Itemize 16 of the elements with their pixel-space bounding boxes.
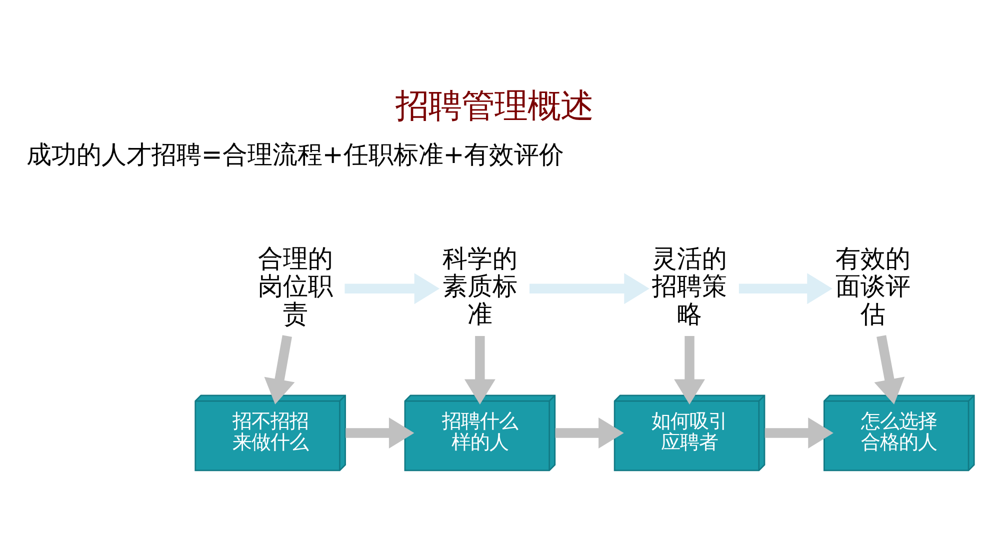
arrow xyxy=(528,273,649,304)
node-text: 合理的岗位职责 xyxy=(257,244,332,328)
node-text: 有效的面谈评估 xyxy=(834,244,910,328)
arrow xyxy=(764,418,833,448)
arrow xyxy=(674,336,704,405)
arrow xyxy=(344,273,440,304)
arrow xyxy=(264,335,294,404)
arrow xyxy=(874,335,904,404)
arrow xyxy=(554,418,624,448)
label: 成功的人才招聘=合理流程+任职标准+有效评价 xyxy=(26,140,564,169)
arrow xyxy=(738,273,832,304)
node-text: 灵活的招聘策略 xyxy=(652,244,727,328)
arrow xyxy=(345,418,414,448)
diagram-title: 招聘管理概述 xyxy=(395,86,593,125)
node-text: 科学的素质标准 xyxy=(442,244,517,328)
arrow xyxy=(464,336,495,405)
